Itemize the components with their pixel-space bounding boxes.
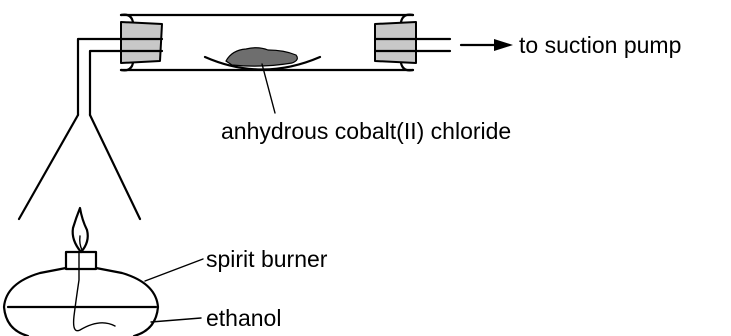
suction-pump-label: to suction pump [519, 32, 681, 58]
outlet-tube [373, 37, 452, 53]
cobalt-chloride-label: anhydrous cobalt(II) chloride [221, 118, 511, 144]
cobalt-pointer-line [261, 63, 276, 114]
left-bung [120, 21, 163, 64]
ethanol-label: ethanol [206, 305, 281, 331]
spirit-burner-label: spirit burner [206, 246, 328, 272]
cobalt-chloride-sample [225, 47, 298, 67]
spirit-burner [2, 250, 160, 336]
arrow-icon [459, 39, 513, 51]
flame-icon [71, 206, 89, 254]
right-bung [374, 21, 417, 64]
sample-dish [203, 47, 322, 71]
ethanol-pointer-line [150, 317, 202, 323]
burner-pointer-line [144, 258, 204, 282]
funnel [17, 113, 142, 221]
inlet-tube [76, 37, 164, 117]
